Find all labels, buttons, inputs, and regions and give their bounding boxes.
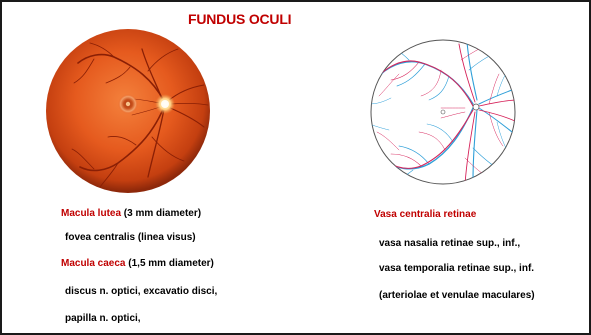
papilla-line: papilla n. optici, <box>65 313 141 325</box>
vasa-centralia-heading: Vasa centralia retinae <box>374 209 476 221</box>
vasa-temporalia-line: vasa temporalia retinae sup., inf. <box>379 263 534 275</box>
macula-lutea-note: (3 mm diameter) <box>121 208 201 219</box>
retinal-vessel-diagram <box>369 38 517 186</box>
discus-line: discus n. optici, excavatio disci, <box>65 286 217 298</box>
fovea-centralis-line: fovea centralis (linea visus) <box>65 232 196 244</box>
fovea-reflex <box>126 102 130 106</box>
macula-caeca-term: Macula caeca <box>61 258 126 269</box>
page-title: FUNDUS OCULI <box>188 11 291 27</box>
optic-cup <box>161 100 169 108</box>
macula-lutea-line: Macula lutea (3 mm diameter) <box>61 208 201 220</box>
arteriolae-venulae-line: (arteriolae et venulae maculares) <box>379 290 535 302</box>
macula-caeca-line: Macula caeca (1,5 mm diameter) <box>61 258 214 270</box>
macula-caeca-note: (1,5 mm diameter) <box>126 258 214 269</box>
fundus-photograph <box>44 27 212 195</box>
macula-lutea-term: Macula lutea <box>61 208 121 219</box>
vasa-nasalia-line: vasa nasalia retinae sup., inf., <box>379 238 520 250</box>
diagram-outline <box>371 40 515 184</box>
